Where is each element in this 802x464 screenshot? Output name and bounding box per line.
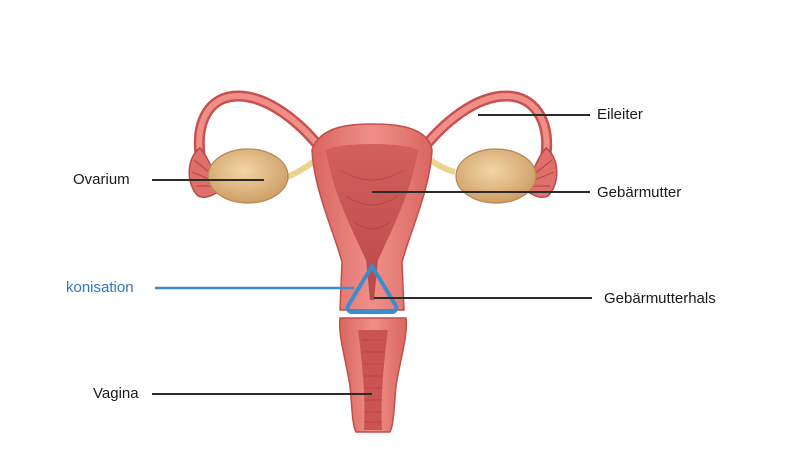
- cervix-label: Gebärmutterhals: [604, 290, 716, 307]
- ovary-label: Ovarium: [73, 171, 130, 188]
- right-ovarian-ligament: [426, 155, 456, 175]
- uterus-label: Gebärmutter: [597, 184, 682, 201]
- vagina-label: Vagina: [93, 385, 139, 402]
- conization-label: konisation: [66, 279, 134, 296]
- fallopian-tube-label: Eileiter: [597, 106, 643, 123]
- conization-triangle: [345, 264, 399, 314]
- right-ovary: [455, 148, 537, 204]
- left-ovary: [207, 148, 289, 204]
- left-ovarian-ligament: [283, 157, 318, 181]
- uterine-cavity: [326, 144, 418, 300]
